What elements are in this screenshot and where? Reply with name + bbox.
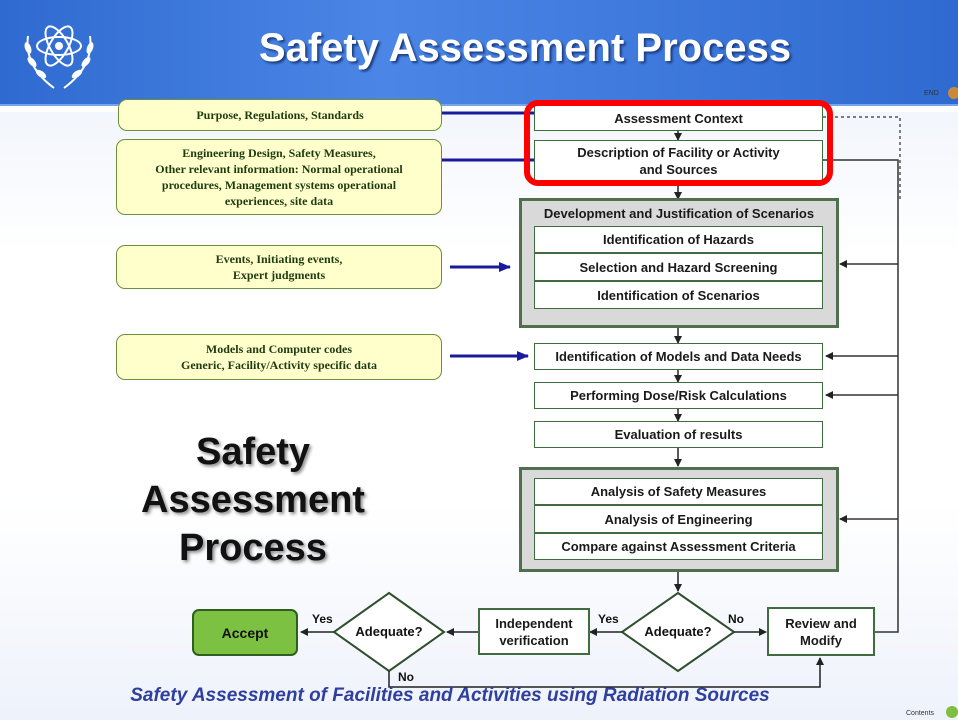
scenario-identification-box: Identification of Scenarios: [534, 281, 823, 309]
independent-verification-box: Independent verification: [478, 608, 590, 655]
independent-line: Independent: [495, 615, 573, 631]
input-engineering-line: Engineering Design, Safety Measures,: [182, 146, 376, 160]
evaluation-box: Evaluation of results: [534, 421, 823, 448]
no-label-bottom: No: [398, 670, 414, 684]
assessment-context-box: Assessment Context: [534, 105, 823, 131]
contents-label[interactable]: Contents: [906, 710, 935, 717]
input-models-line: Models and Computer codes: [205, 342, 353, 356]
input-models-line: Generic, Facility/Activity specific data: [181, 358, 377, 372]
big-title-line: Assessment: [141, 479, 365, 521]
assessment-context-text: Assessment Context: [614, 110, 743, 126]
input-purpose-text: Purpose, Regulations, Standards: [196, 108, 364, 122]
hazard-screening-box: Selection and Hazard Screening: [534, 253, 823, 281]
safety-measures-box: Analysis of Safety Measures: [534, 478, 823, 505]
input-models-box: Models and Computer codes Generic, Facil…: [116, 334, 442, 380]
evaluation-text: Evaluation of results: [614, 427, 743, 442]
models-text: Identification of Models and Data Needs: [555, 349, 802, 364]
end-label[interactable]: END: [924, 90, 939, 97]
input-events-line: Events, Initiating events,: [215, 252, 343, 266]
yes-label-left: Yes: [312, 612, 333, 626]
input-events-box: Events, Initiating events, Expert judgme…: [116, 245, 442, 289]
safety-measures-text: Analysis of Safety Measures: [590, 484, 767, 499]
description-line: and Sources: [639, 162, 718, 177]
input-engineering-line: procedures, Management systems operation…: [161, 178, 397, 192]
accept-box: Accept: [192, 609, 298, 656]
accept-text: Accept: [221, 624, 269, 641]
engineering-analysis-text: Analysis of Engineering: [604, 511, 753, 527]
contents-button-icon[interactable]: [946, 706, 958, 718]
hazard-identification-text: Identification of Hazards: [603, 232, 754, 247]
input-events-line: Expert judgments: [232, 268, 326, 282]
yes-label-right: Yes: [598, 612, 619, 626]
models-box: Identification of Models and Data Needs: [534, 343, 823, 370]
adequate-diamond-right: [620, 591, 736, 673]
end-button-icon[interactable]: [948, 87, 958, 99]
highlight-frame: [524, 100, 833, 186]
big-title-line: Process: [179, 527, 327, 569]
hazard-screening-text: Selection and Hazard Screening: [579, 259, 778, 275]
input-purpose-box: Purpose, Regulations, Standards: [118, 99, 442, 131]
description-line: Description of Facility or Activity: [577, 145, 780, 160]
review-line: Review and: [785, 615, 857, 631]
description-box: Description of Facility or Activity and …: [534, 140, 823, 182]
criteria-text: Compare against Assessment Criteria: [561, 539, 796, 554]
calculations-text: Performing Dose/Risk Calculations: [570, 388, 787, 403]
header-bar: [0, 0, 958, 104]
independent-line: verification: [499, 632, 569, 648]
calculations-box: Performing Dose/Risk Calculations: [534, 382, 823, 409]
hazard-identification-box: Identification of Hazards: [534, 226, 823, 253]
big-title: Safety Assessment Process: [118, 428, 388, 572]
adequate-label-right: Adequate?: [644, 624, 712, 639]
criteria-box: Compare against Assessment Criteria: [534, 533, 823, 560]
engineering-analysis-box: Analysis of Engineering: [534, 505, 823, 533]
no-label-right: No: [728, 612, 744, 626]
footer-caption: Safety Assessment of Facilities and Acti…: [130, 685, 770, 706]
page-title: Safety Assessment Process: [258, 26, 792, 70]
iaea-logo-icon: [24, 25, 94, 89]
scenario-identification-text: Identification of Scenarios: [597, 287, 760, 303]
input-engineering-box: Engineering Design, Safety Measures, Oth…: [116, 139, 442, 215]
review-line: Modify: [800, 632, 842, 648]
header-divider: [0, 104, 958, 112]
big-title-line: Safety: [195, 431, 311, 473]
scenarios-group-title: Development and Justification of Scenari…: [543, 206, 815, 221]
review-modify-box: Review and Modify: [767, 607, 875, 656]
input-engineering-line: Other relevant information: Normal opera…: [155, 162, 403, 176]
input-engineering-line: experiences, site data: [224, 194, 334, 208]
adequate-label-left: Adequate?: [355, 624, 423, 639]
